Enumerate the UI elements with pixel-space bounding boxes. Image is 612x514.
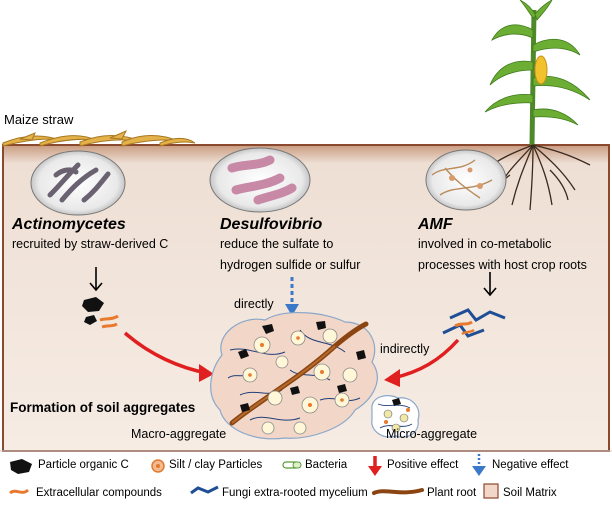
legend-plant-root: Plant root: [427, 487, 477, 499]
amf-hyphae-cluster: [442, 308, 506, 338]
amf-desc-1: involved in co-metabolic: [418, 237, 552, 251]
diagram-title: Formation of soil aggregates: [10, 400, 196, 415]
silt-clay-particle-icon: [151, 459, 165, 473]
particle-organic-c-icon: [10, 459, 32, 474]
maize-plant: [484, 0, 591, 211]
down-arrow-actinomycetes: [89, 267, 103, 292]
desulfovibrio-image: [209, 147, 311, 213]
fungi-mycelium-icon: [190, 485, 219, 495]
legend-silt-clay: Silt / clay Particles: [169, 459, 263, 471]
legend-positive-effect: Positive effect: [387, 459, 459, 471]
maize-straw: [2, 129, 196, 147]
actinomycetes-image: [30, 150, 126, 216]
legend-particle-organic-c: Particle organic C: [38, 459, 129, 471]
negative-effect-icon: [472, 454, 486, 476]
actinomycetes-poc-cluster: [82, 297, 119, 329]
desulfovibrio-desc-1: reduce the sulfate to: [220, 237, 334, 251]
legend-soil-matrix: Soil Matrix: [503, 487, 557, 499]
amf-desc-2: processes with host crop roots: [418, 258, 587, 272]
positive-arrow-right: [384, 338, 460, 387]
down-arrow-amf: [483, 272, 497, 297]
maize-straw-label: Maize straw: [4, 112, 74, 127]
macro-aggregate-label: Macro-aggregate: [131, 427, 227, 441]
positive-arrow-left: [123, 331, 214, 382]
desulfovibrio-name: Desulfovibrio: [220, 216, 323, 233]
legend-negative-effect: Negative effect: [492, 459, 569, 471]
legend-extracellular: Extracellular compounds: [36, 487, 162, 499]
positive-effect-icon: [368, 456, 382, 476]
micro-aggregate: [371, 395, 420, 438]
negative-effect-arrow: [285, 277, 299, 316]
bacteria-icon: [282, 461, 302, 469]
directly-label: directly: [234, 297, 274, 311]
legend-bacteria: Bacteria: [305, 459, 348, 471]
indirectly-label: indirectly: [380, 342, 430, 356]
extracellular-compounds-icon: [9, 488, 30, 495]
macro-aggregate: [210, 312, 378, 440]
actinomycetes-desc-1: recruited by straw-derived C: [12, 237, 169, 251]
plant-root-icon: [372, 488, 424, 495]
legend-fungi: Fungi extra-rooted mycelium: [222, 487, 368, 499]
actinomycetes-name: Actinomycetes: [12, 216, 126, 233]
soil-matrix-icon: [483, 483, 499, 499]
amf-name: AMF: [418, 216, 453, 233]
desulfovibrio-desc-2: hydrogen sulfide or sulfur: [220, 258, 361, 272]
amf-image: [425, 149, 507, 211]
micro-aggregate-label: Micro-aggregate: [386, 427, 478, 441]
